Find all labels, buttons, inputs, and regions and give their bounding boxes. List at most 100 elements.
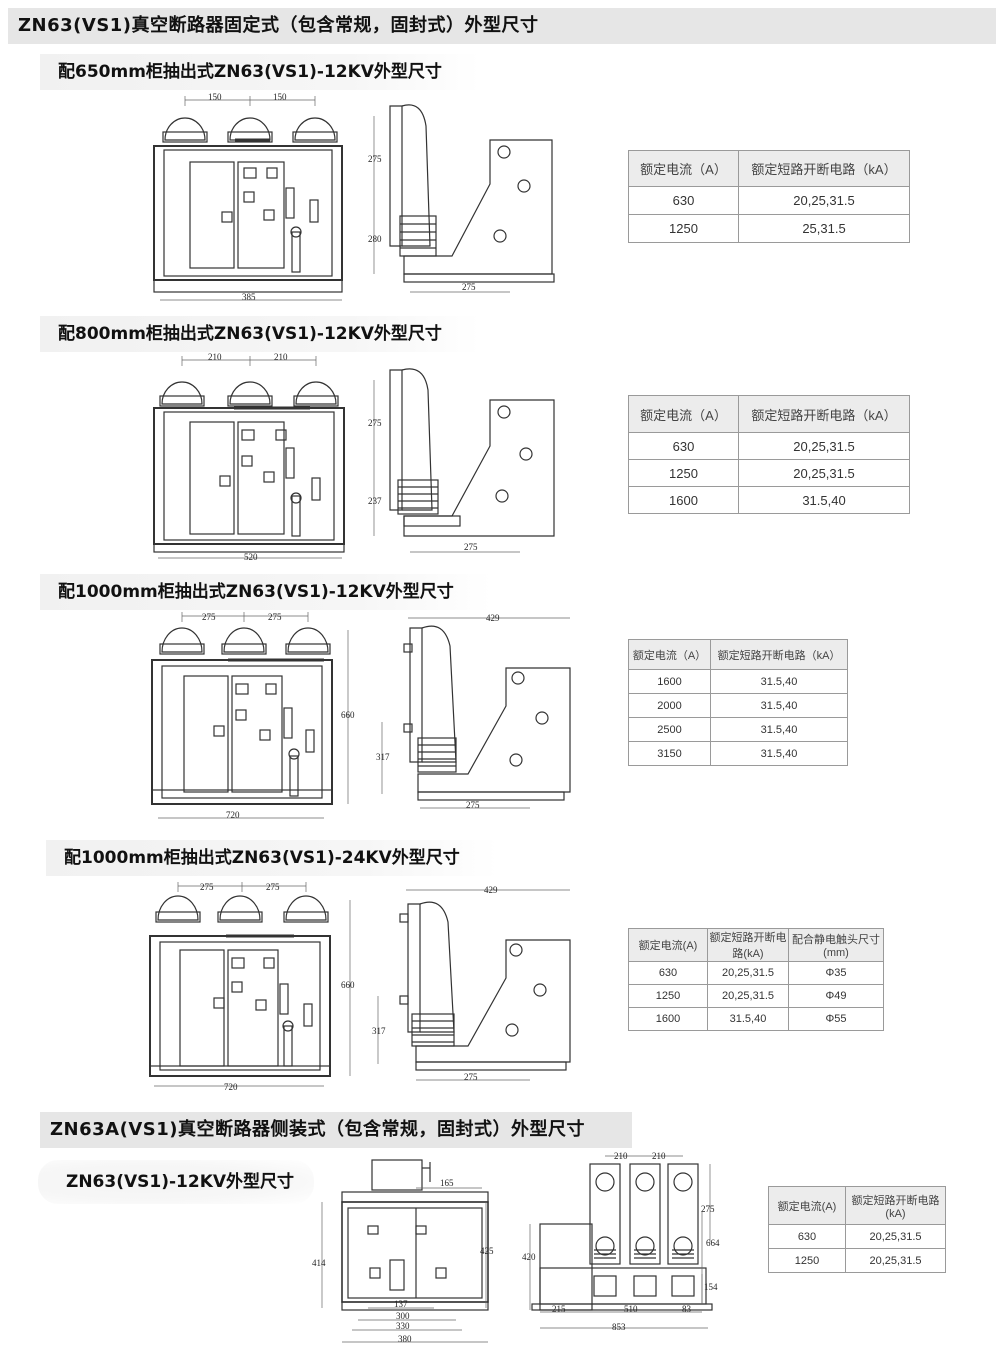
table-cell: 20,25,31.5 bbox=[738, 186, 910, 215]
table-row: 630 20,25,31.5 bbox=[628, 186, 910, 215]
table-cell: 630 bbox=[628, 186, 739, 215]
section-2-side-drawing: 275 237 275 bbox=[368, 368, 555, 553]
side-mount-table: 额定电流(A) 额定短路开断电路(kA) 630 20,25,31.5 1250… bbox=[768, 1186, 946, 1273]
side-dim-8: 510 bbox=[624, 1304, 638, 1314]
table-row: 2500 31.5,40 bbox=[628, 717, 848, 742]
front-dim-width: 720 bbox=[224, 1082, 238, 1092]
section-2-table: 额定电流（A） 额定短路开断电路（kA） 630 20,25,31.5 1250… bbox=[628, 395, 910, 514]
table-header: 额定短路开断电路(kA) bbox=[845, 1186, 946, 1225]
side-dim-3: 275 bbox=[701, 1204, 715, 1214]
section-4-table: 额定电流(A) 额定短路开断电路(kA) 配合静电触头尺寸(mm) 630 20… bbox=[628, 928, 884, 1031]
section-3-heading: 配1000mm柜抽出式ZN63(VS1)-12KV外型尺寸 bbox=[40, 574, 492, 610]
main-title: ZN63(VS1)真空断路器固定式（包含常规，固封式）外型尺寸 bbox=[8, 8, 996, 44]
front-dim-height: 660 bbox=[341, 710, 355, 720]
table-cell: 1250 bbox=[628, 214, 739, 243]
table-cell: Φ55 bbox=[788, 1007, 884, 1031]
front-dim-2: 275 bbox=[268, 612, 282, 622]
table-row: 1250 20,25,31.5 bbox=[628, 459, 910, 487]
table-cell: 31.5,40 bbox=[707, 1007, 789, 1031]
table-cell: 31.5,40 bbox=[710, 693, 848, 718]
table-cell: 2500 bbox=[628, 717, 711, 742]
section-4-front-drawing: 275 275 720 660 bbox=[149, 882, 355, 1092]
side-dim-2: 210 bbox=[652, 1151, 666, 1161]
side-dim-2: 237 bbox=[368, 496, 382, 506]
table-row: 630 20,25,31.5 bbox=[768, 1224, 946, 1249]
front-dim-bottom-2: 300 bbox=[396, 1311, 410, 1321]
front-dim-height: 660 bbox=[341, 980, 355, 990]
table-cell: 1250 bbox=[628, 459, 739, 487]
front-dim-bottom-1: 137 bbox=[394, 1299, 408, 1309]
side-dim-1: 429 bbox=[486, 613, 500, 623]
table-cell: 630 bbox=[768, 1224, 846, 1249]
table-header: 额定短路开断电路（kA） bbox=[738, 150, 910, 187]
side-dim-1: 275 bbox=[368, 154, 382, 164]
table-cell: 25,31.5 bbox=[738, 214, 910, 243]
table-cell: 31.5,40 bbox=[710, 717, 848, 742]
table-cell: 1250 bbox=[628, 984, 708, 1008]
table-cell: 3150 bbox=[628, 741, 711, 766]
side-dim-1: 210 bbox=[614, 1151, 628, 1161]
table-row: 1600 31.5,40 bbox=[628, 486, 910, 514]
side-dim-1: 275 bbox=[368, 418, 382, 428]
side-dim-10: 853 bbox=[612, 1322, 626, 1332]
section-1-table: 额定电流（A） 额定短路开断电路（kA） 630 20,25,31.5 1250… bbox=[628, 150, 910, 243]
side-dim-2: 317 bbox=[376, 752, 390, 762]
table-header: 额定电流(A) bbox=[768, 1186, 846, 1225]
table-header: 额定电流(A) bbox=[628, 928, 708, 962]
table-header: 额定短路开断电路（kA） bbox=[738, 395, 910, 433]
front-dim-width: 720 bbox=[226, 810, 240, 820]
section-3-table: 额定电流（A） 额定短路开断电路（kA） 1600 31.5,40 2000 3… bbox=[628, 639, 848, 766]
table-header: 额定电流（A） bbox=[628, 150, 739, 187]
front-dim-2: 210 bbox=[274, 352, 288, 362]
side-dim-9: 83 bbox=[682, 1304, 692, 1314]
table-row: 1250 20,25,31.5 bbox=[768, 1248, 946, 1273]
table-row: 1250 25,31.5 bbox=[628, 214, 910, 243]
side-mount-front-drawing: 165 414 425 137 300 330 380 bbox=[312, 1159, 494, 1344]
section-4-side-drawing: 429 317 275 bbox=[372, 885, 571, 1082]
table-cell: 20,25,31.5 bbox=[845, 1248, 946, 1273]
table-cell: 1600 bbox=[628, 669, 711, 694]
front-dim-bottom-4: 380 bbox=[398, 1334, 412, 1344]
table-cell: 1250 bbox=[768, 1248, 846, 1273]
table-header: 额定短路开断电路(kA) bbox=[707, 928, 789, 962]
table-header: 额定电流（A） bbox=[628, 395, 739, 433]
front-dim-width: 520 bbox=[244, 552, 258, 562]
table-cell: 20,25,31.5 bbox=[707, 984, 789, 1008]
table-cell: 31.5,40 bbox=[738, 486, 910, 514]
section-4-heading: 配1000mm柜抽出式ZN63(VS1)-24KV外型尺寸 bbox=[46, 840, 498, 876]
section-1-heading: 配650mm柜抽出式ZN63(VS1)-12KV外型尺寸 bbox=[40, 54, 480, 90]
table-header: 配合静电触头尺寸(mm) bbox=[788, 928, 884, 962]
side-dim-2: 280 bbox=[368, 234, 382, 244]
table-cell: 20,25,31.5 bbox=[707, 961, 789, 985]
side-dim-3: 275 bbox=[464, 1072, 478, 1082]
front-dim-1: 275 bbox=[200, 882, 214, 892]
section-1-front-drawing: 150 150 385 bbox=[153, 92, 343, 302]
front-dim-bottom-3: 330 bbox=[396, 1321, 410, 1331]
front-dim-width: 385 bbox=[242, 292, 256, 302]
side-dim-5: 420 bbox=[522, 1252, 536, 1262]
section-3-side-drawing: 429 317 275 bbox=[376, 613, 571, 810]
table-cell: 31.5,40 bbox=[710, 741, 848, 766]
side-dim-1: 429 bbox=[484, 885, 498, 895]
table-cell: Φ49 bbox=[788, 984, 884, 1008]
side-dim-4: 664 bbox=[706, 1238, 720, 1248]
section-2-front-drawing: 210 210 520 bbox=[153, 352, 345, 562]
side-dim-3: 275 bbox=[462, 282, 476, 292]
table-header: 额定短路开断电路（kA） bbox=[710, 639, 848, 670]
table-cell: 20,25,31.5 bbox=[738, 432, 910, 460]
side-dim-2: 317 bbox=[372, 1026, 386, 1036]
table-cell: Φ35 bbox=[788, 961, 884, 985]
table-header: 额定电流（A） bbox=[628, 639, 711, 670]
front-dim-left: 414 bbox=[312, 1258, 326, 1268]
table-cell: 31.5,40 bbox=[710, 669, 848, 694]
section-3-front-drawing: 275 275 720 660 bbox=[151, 612, 355, 820]
table-row: 1600 31.5,40 Φ55 bbox=[628, 1007, 884, 1031]
section-2-heading: 配800mm柜抽出式ZN63(VS1)-12KV外型尺寸 bbox=[40, 316, 480, 352]
table-row: 1250 20,25,31.5 Φ49 bbox=[628, 984, 884, 1008]
table-row: 630 20,25,31.5 Φ35 bbox=[628, 961, 884, 985]
table-row: 1600 31.5,40 bbox=[628, 669, 848, 694]
front-dim-top: 165 bbox=[440, 1178, 454, 1188]
table-cell: 20,25,31.5 bbox=[738, 459, 910, 487]
side-dim-3: 275 bbox=[466, 800, 480, 810]
table-row: 2000 31.5,40 bbox=[628, 693, 848, 718]
